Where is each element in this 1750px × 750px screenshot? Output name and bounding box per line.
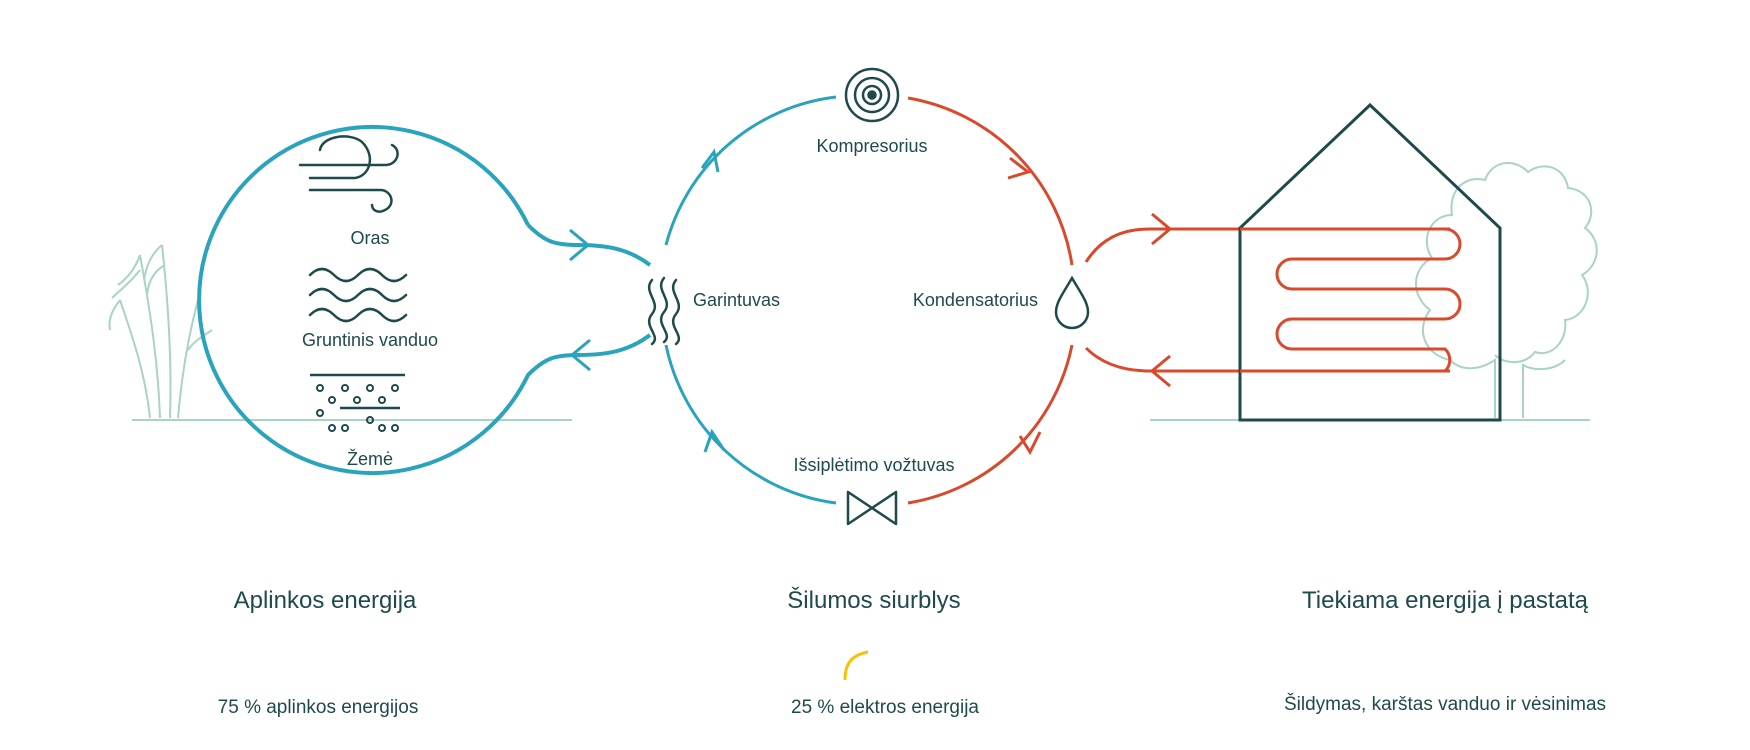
cycle-compressor-to-condenser [907, 96, 1074, 266]
arrow-down-icon [1007, 156, 1032, 180]
section-title-heat-pump: Šilumos siurblys [787, 586, 960, 614]
arrow-right-icon [569, 228, 591, 262]
arrow-up-icon [700, 148, 720, 173]
grass-icon [108, 244, 213, 419]
source-label-groundwater: Gruntinis vanduo [302, 330, 438, 350]
supply-line [1084, 227, 1450, 263]
electricity-input-line [843, 650, 869, 681]
waves-icon [308, 267, 408, 323]
source-label-air: Oras [350, 228, 389, 248]
heat-waves-icon [647, 276, 681, 346]
arrow-down-icon-lower [1018, 431, 1042, 456]
arrow-left-icon-return [1149, 354, 1171, 388]
footer-delivered-use: Šildymas, karštas vanduo ir vėsinimas [1284, 693, 1606, 715]
droplet-icon [1054, 275, 1090, 330]
valve-icon [846, 490, 898, 526]
section-title-delivered: Tiekiama energija į pastatą [1302, 587, 1589, 614]
house-icon [1238, 102, 1502, 422]
cycle-valve-to-evaporator [664, 344, 837, 505]
tree-icon [1415, 162, 1598, 418]
floor-heating-coil [1240, 227, 1462, 373]
return-line [1084, 346, 1450, 373]
footer-ambient-share: 75 % aplinkos energijos [218, 697, 419, 718]
footer-electric-share: 25 % elektros energija [791, 697, 979, 718]
compressor-label: Kompresorius [816, 136, 927, 156]
condenser-label: Kondensatorius [913, 290, 1038, 310]
soil-icon [310, 373, 405, 432]
arrow-up-icon-lower [703, 428, 726, 453]
section-title-ambient: Aplinkos energija [234, 587, 417, 614]
evaporator-label: Garintuvas [693, 290, 780, 310]
arrow-right-icon-supply [1151, 212, 1173, 246]
cycle-condenser-to-valve [907, 344, 1074, 505]
expansion-valve-label: Išsiplėtimo vožtuvas [793, 455, 954, 475]
wind-icon [298, 135, 399, 213]
arrow-left-icon [569, 338, 591, 372]
source-label-earth: Žemė [347, 449, 393, 469]
cycle-evaporator-to-compressor [664, 95, 837, 246]
compressor-icon [844, 67, 900, 123]
ambient-energy-loop [197, 125, 652, 475]
ambient-energy-loop-top [526, 223, 652, 267]
